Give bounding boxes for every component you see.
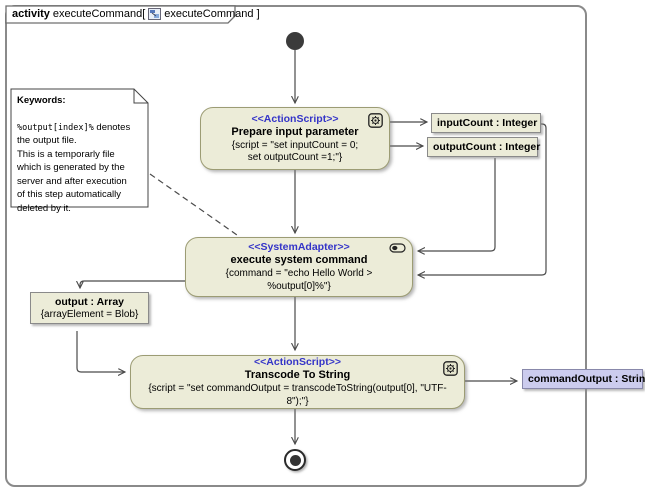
- frame-title-tab[interactable]: activity executeCommand[ executeCommand …: [5, 5, 260, 24]
- tab-shape: [5, 5, 236, 24]
- pin-input-count-label: inputCount : Integer: [437, 117, 538, 129]
- execute-name: execute system command: [230, 254, 368, 266]
- pin-output-count-label: outputCount : Integer: [433, 141, 541, 153]
- action-prepare-input-parameter[interactable]: <<ActionScript>> Prepare input parameter…: [200, 107, 390, 170]
- system-adapter-icon: [389, 243, 406, 253]
- final-node-dot: [289, 454, 301, 466]
- frame-name: executeCommand[: [52, 8, 146, 20]
- note-paragraph: This is a temporarly file which is gener…: [17, 148, 127, 214]
- transcode-name: Transcode To String: [244, 369, 351, 381]
- pin-command-output-label: commandOutput : String: [528, 373, 645, 385]
- pin-output-array-label: output : Array: [54, 296, 125, 308]
- prepare-stereotype: <<ActionScript>>: [251, 112, 339, 125]
- action-execute-system-command[interactable]: <<SystemAdapter>> execute system command…: [185, 237, 413, 297]
- pin-output-array-body: {arrayElement = Blob}: [40, 309, 139, 320]
- transcode-body: {script = "set commandOutput = transcode…: [148, 383, 447, 407]
- keywords-note[interactable]: Keywords: %output[index]% denotes the ou…: [10, 88, 149, 214]
- frame-diagram-name: executeCommand ]: [164, 8, 260, 20]
- note-heading: Keywords:: [17, 95, 66, 106]
- pin-input-count[interactable]: inputCount : Integer: [431, 113, 541, 133]
- pin-output-count[interactable]: outputCount : Integer: [427, 137, 541, 157]
- note-after-mono: denotes the output file.: [17, 121, 131, 147]
- pin-output-array[interactable]: output : Array {arrayElement = Blob}: [30, 292, 149, 324]
- execute-body: {command = "echo Hello World > %output[0…: [225, 268, 373, 292]
- prepare-name: Prepare input parameter: [231, 125, 359, 138]
- frame-keyword: activity: [12, 8, 50, 20]
- script-gear-icon: [443, 361, 458, 376]
- activity-final-node[interactable]: [284, 449, 306, 471]
- prepare-body-line2: set outputCount =1;"}: [247, 152, 343, 163]
- execute-stereotype: <<SystemAdapter>>: [248, 241, 350, 253]
- initial-node[interactable]: [286, 32, 304, 50]
- note-mono-token: %output[index]%: [17, 122, 94, 133]
- action-transcode-to-string[interactable]: <<ActionScript>> Transcode To String {sc…: [130, 355, 465, 409]
- prepare-body-line1: {script = "set inputCount = 0;: [231, 139, 359, 151]
- transcode-stereotype: <<ActionScript>>: [254, 356, 341, 368]
- note-shape: [10, 88, 149, 208]
- activity-diagram-icon: [148, 8, 162, 20]
- pin-command-output[interactable]: commandOutput : String: [522, 369, 645, 389]
- script-gear-icon: [368, 113, 383, 128]
- note-text: Keywords: %output[index]% denotes the ou…: [17, 94, 133, 215]
